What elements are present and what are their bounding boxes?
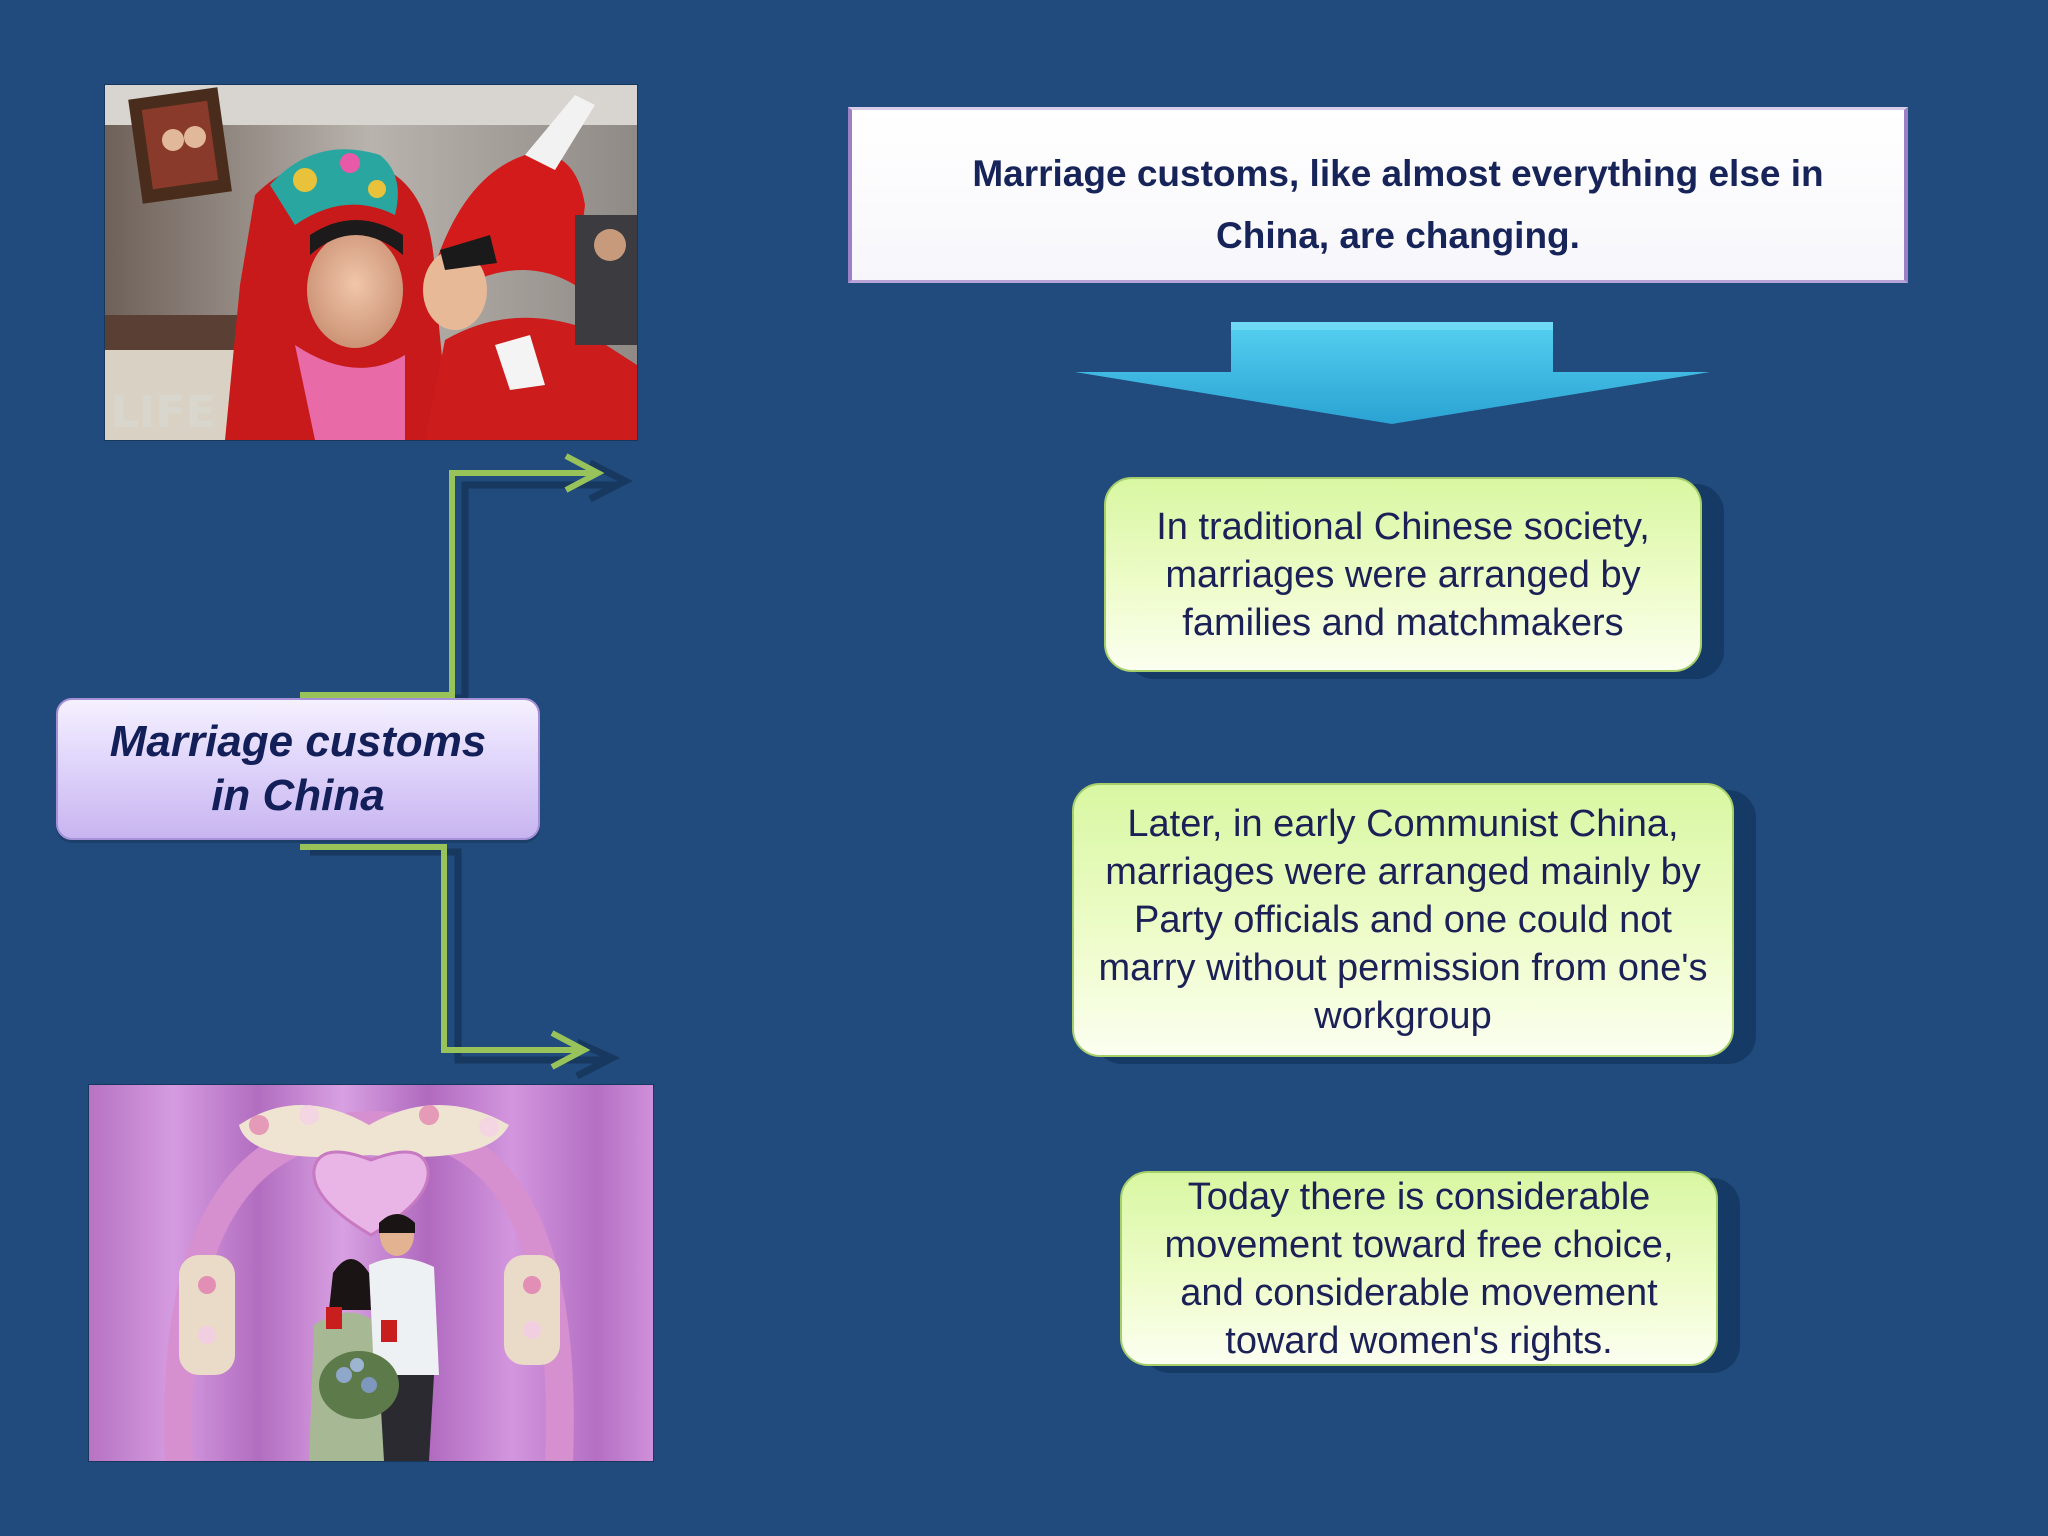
lower-arrowhead [550,1030,591,1070]
upper-connector-shadow [310,481,615,702]
traditional-society-text: In traditional Chinese society, marriage… [1156,505,1650,644]
today-text: Today there is considerable movement tow… [1164,1175,1674,1362]
traditional-wedding-photo: LIFE [105,85,637,440]
lower-connector-line [300,844,584,1053]
topic-line-1: Marriage customs [109,717,487,766]
modern-wedding-photo [89,1085,653,1461]
topic-box: Marriage customs in China [56,698,540,840]
lower-connector-shadow [310,848,603,1064]
topic-line-2: in China [211,771,385,820]
title-text: Marriage customs, like almost everything… [972,153,1824,256]
upper-arrowhead [564,453,605,493]
traditional-wedding-image: LIFE [105,85,637,440]
modern-wedding-image [89,1085,653,1461]
upper-connector-line [300,470,598,698]
upper-arrowhead-shadow [588,459,633,503]
traditional-society-box: In traditional Chinese society, marriage… [1104,477,1702,672]
communist-china-text: Later, in early Communist China, marriag… [1098,803,1708,1037]
down-arrow-icon [1075,322,1710,424]
today-box: Today there is considerable movement tow… [1120,1171,1718,1366]
title-banner: Marriage customs, like almost everything… [848,107,1908,283]
lower-arrowhead-shadow [575,1038,621,1080]
communist-china-box: Later, in early Communist China, marriag… [1072,783,1734,1057]
life-watermark: LIFE [111,387,216,438]
